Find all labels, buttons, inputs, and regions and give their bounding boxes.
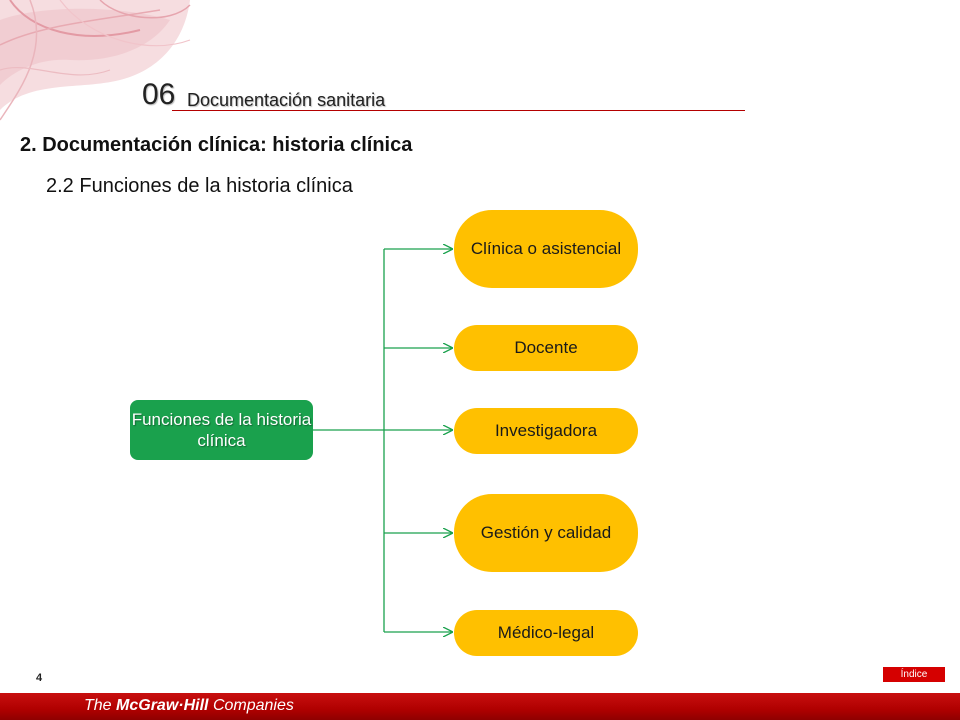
function-node-medico-legal: Médico-legal — [454, 610, 638, 656]
function-node-label: Médico-legal — [497, 623, 595, 642]
function-node-investigadora: Investigadora — [454, 408, 638, 454]
footer-bar — [0, 693, 960, 720]
logo-suffix: Companies — [212, 697, 294, 714]
function-node-docente: Docente — [454, 325, 638, 371]
section-heading: 2. Documentación clínica: historia clíni… — [20, 134, 413, 156]
function-node-gestion: Gestión y calidad — [454, 494, 638, 572]
page-number: 4 — [36, 672, 43, 684]
logo-brand: McGraw·Hill — [116, 697, 209, 714]
index-button[interactable]: Índice — [883, 667, 945, 682]
function-node-clinica: Clínica o asistencial — [454, 210, 638, 288]
subsection-heading: 2.2 Funciones de la historia clínica — [46, 175, 353, 197]
publisher-logo: The McGraw·Hill Companies — [84, 697, 294, 715]
connector-trunk — [313, 249, 385, 632]
function-node-label: Docente — [514, 338, 578, 357]
decorative-swirl-graphic — [0, 0, 195, 128]
chapter-number: 06 — [142, 78, 176, 111]
root-node: Funciones de la historia clínica — [130, 400, 313, 460]
chapter-title: Documentación sanitaria — [187, 90, 386, 110]
function-node-label: Gestión y calidad — [480, 523, 612, 542]
function-node-label: Clínica o asistencial — [470, 239, 622, 258]
root-node-label: Funciones de la historia clínica — [131, 410, 312, 450]
logo-prefix: The — [84, 697, 112, 714]
function-node-label: Investigadora — [494, 421, 598, 440]
header-divider — [172, 110, 745, 111]
